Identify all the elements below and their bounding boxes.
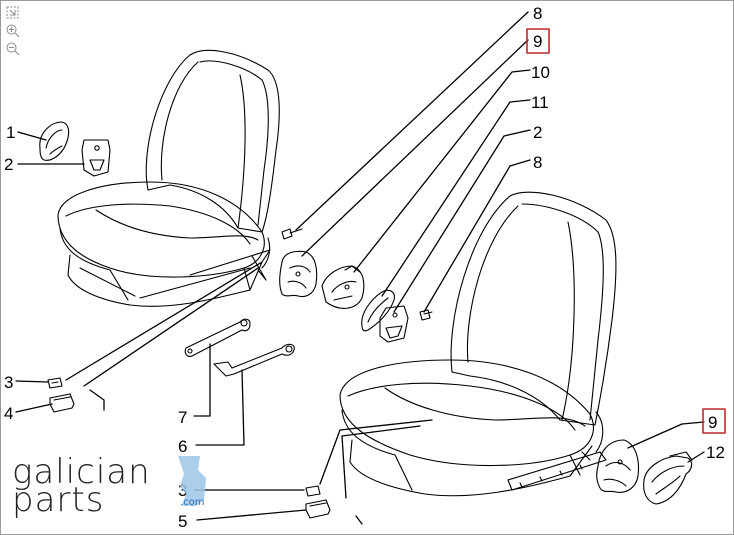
part-10-hinge-cover: [321, 265, 365, 309]
callout-9-top[interactable]: 9: [533, 32, 542, 51]
part-3b-clip: [305, 485, 321, 497]
logo-map-accent: [178, 456, 206, 506]
part-8b-bolt: [419, 309, 433, 321]
callout-9-right-highlight: [702, 408, 726, 434]
callout-4[interactable]: 4: [4, 404, 13, 423]
part-3-clip: [47, 377, 63, 389]
leader-lines: [15, 11, 705, 525]
zoom-in-icon[interactable]: [5, 23, 21, 39]
part-6-lever: [213, 343, 295, 377]
part-4-knob: [49, 393, 75, 413]
callout-3-bottom[interactable]: 3: [178, 481, 187, 500]
viewer-toolbar: [5, 5, 23, 59]
callout-labels: 1 2 3 4 5 6 7 8 9 10 11 2 8 9 12 3: [4, 4, 725, 531]
left-seat-illustration: [57, 49, 280, 307]
callout-9-right[interactable]: 9: [708, 413, 717, 432]
logo-word-parts: parts: [12, 480, 105, 520]
callout-8-top[interactable]: 8: [533, 4, 542, 23]
right-seat-illustration: [339, 191, 617, 497]
callout-10[interactable]: 10: [531, 63, 550, 82]
callout-8-right[interactable]: 8: [533, 153, 542, 172]
callout-12[interactable]: 12: [706, 443, 725, 462]
part-5-knob: [305, 499, 331, 519]
logo-domain: .com: [180, 497, 205, 508]
callout-9-top-highlight: [526, 28, 550, 54]
fit-screen-icon[interactable]: [5, 5, 21, 21]
part-1-trim-cover: [39, 121, 70, 161]
logo-word-galician: galician: [12, 452, 151, 492]
part-2-bracket: [81, 139, 111, 177]
part-9b-hinge-cover: [596, 439, 640, 493]
callout-2[interactable]: 2: [4, 155, 13, 174]
galician-parts-logo: galician parts .com: [12, 452, 222, 520]
callout-7[interactable]: 7: [178, 408, 187, 427]
part-2b-bracket: [379, 305, 409, 343]
zoom-out-icon[interactable]: [5, 41, 21, 57]
callout-3[interactable]: 3: [4, 373, 13, 392]
callout-6[interactable]: 6: [178, 437, 187, 456]
callout-11[interactable]: 11: [531, 93, 549, 112]
callout-2-right[interactable]: 2: [533, 123, 542, 142]
callout-5[interactable]: 5: [178, 512, 187, 531]
part-7-lever: [184, 318, 251, 357]
part-8-bolt: [281, 228, 303, 240]
part-9-hinge-cover: [279, 250, 318, 298]
callout-1[interactable]: 1: [6, 123, 15, 142]
part-12-trim-cover: [643, 451, 693, 505]
part-11-trim-cover: [361, 289, 395, 332]
